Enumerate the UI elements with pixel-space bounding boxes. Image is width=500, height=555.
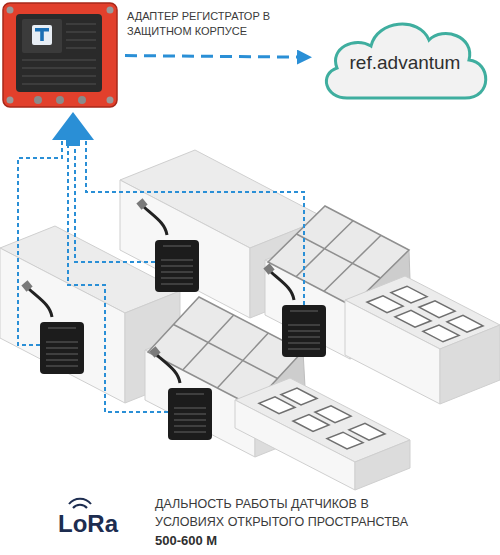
case-screw (7, 7, 14, 14)
sensor-ribs (174, 394, 206, 432)
antenna-plug (21, 280, 32, 291)
cable-gland (56, 96, 64, 104)
protective-case (3, 3, 117, 107)
radio-link (86, 140, 304, 305)
cloud-label: ref.advantum (315, 52, 495, 74)
sensor-body (282, 305, 326, 357)
roof-window (349, 423, 385, 440)
sensor-ribs (46, 328, 78, 366)
data-link (125, 56, 309, 58)
roof-window (423, 325, 459, 342)
solar-panel-grid (296, 221, 381, 292)
adapter-body (16, 14, 102, 92)
sensor-body (40, 322, 84, 374)
sensor-device (149, 346, 212, 440)
logo-text: LoRa (58, 510, 138, 538)
sensor-antenna (143, 206, 167, 235)
building-wall (345, 300, 440, 404)
case-screw (7, 97, 14, 104)
sensor-antenna (28, 288, 52, 317)
brand-logo-mark (35, 28, 49, 41)
logo-waves (69, 499, 91, 508)
adapter-panel (22, 19, 62, 53)
roof-window (395, 310, 431, 327)
roof-window (315, 406, 351, 423)
building-wall (355, 440, 410, 490)
sensor-antenna (270, 271, 294, 300)
building-wall (0, 248, 125, 403)
sensor-body (168, 388, 212, 440)
solar-panel-grid (174, 315, 278, 388)
case-screw (107, 7, 114, 14)
sensor-body (155, 240, 199, 292)
uplink-arrow (52, 112, 94, 146)
cloud-service: ref.advantum (315, 12, 495, 104)
sensor-device (263, 263, 326, 357)
building-wall (235, 400, 355, 490)
range-note: ДАЛЬНОСТЬ РАБОТЫ ДАТЧИКОВ В УСЛОВИЯХ ОТК… (155, 495, 427, 531)
roof-window (447, 315, 483, 332)
device-label: АДАПТЕР РЕГИСТРАТОР В ЗАЩИТНОМ КОРПУСЕ (127, 9, 275, 39)
roof-window (367, 296, 403, 313)
antenna-plug (263, 263, 274, 274)
case-screw (107, 97, 114, 104)
roof-window (281, 388, 317, 405)
sensor-antenna (156, 354, 180, 383)
range-value: 500-600 М (155, 532, 355, 550)
antenna-plug (136, 198, 147, 209)
antenna-plug (149, 346, 160, 357)
sensor-device (136, 198, 199, 292)
sensor-device (21, 280, 84, 374)
adapter-device: АДАПТЕР РЕГИСТРАТОР В ЗАЩИТНОМ КОРПУСЕ (3, 3, 117, 107)
cable-gland (78, 96, 86, 104)
roof-window (419, 301, 455, 318)
brand-logo (32, 25, 52, 45)
sensor-ribs (161, 246, 193, 284)
cable-gland (34, 96, 42, 104)
radio-link (18, 140, 62, 345)
sensor-ribs (288, 311, 320, 349)
roof-window (391, 286, 427, 303)
